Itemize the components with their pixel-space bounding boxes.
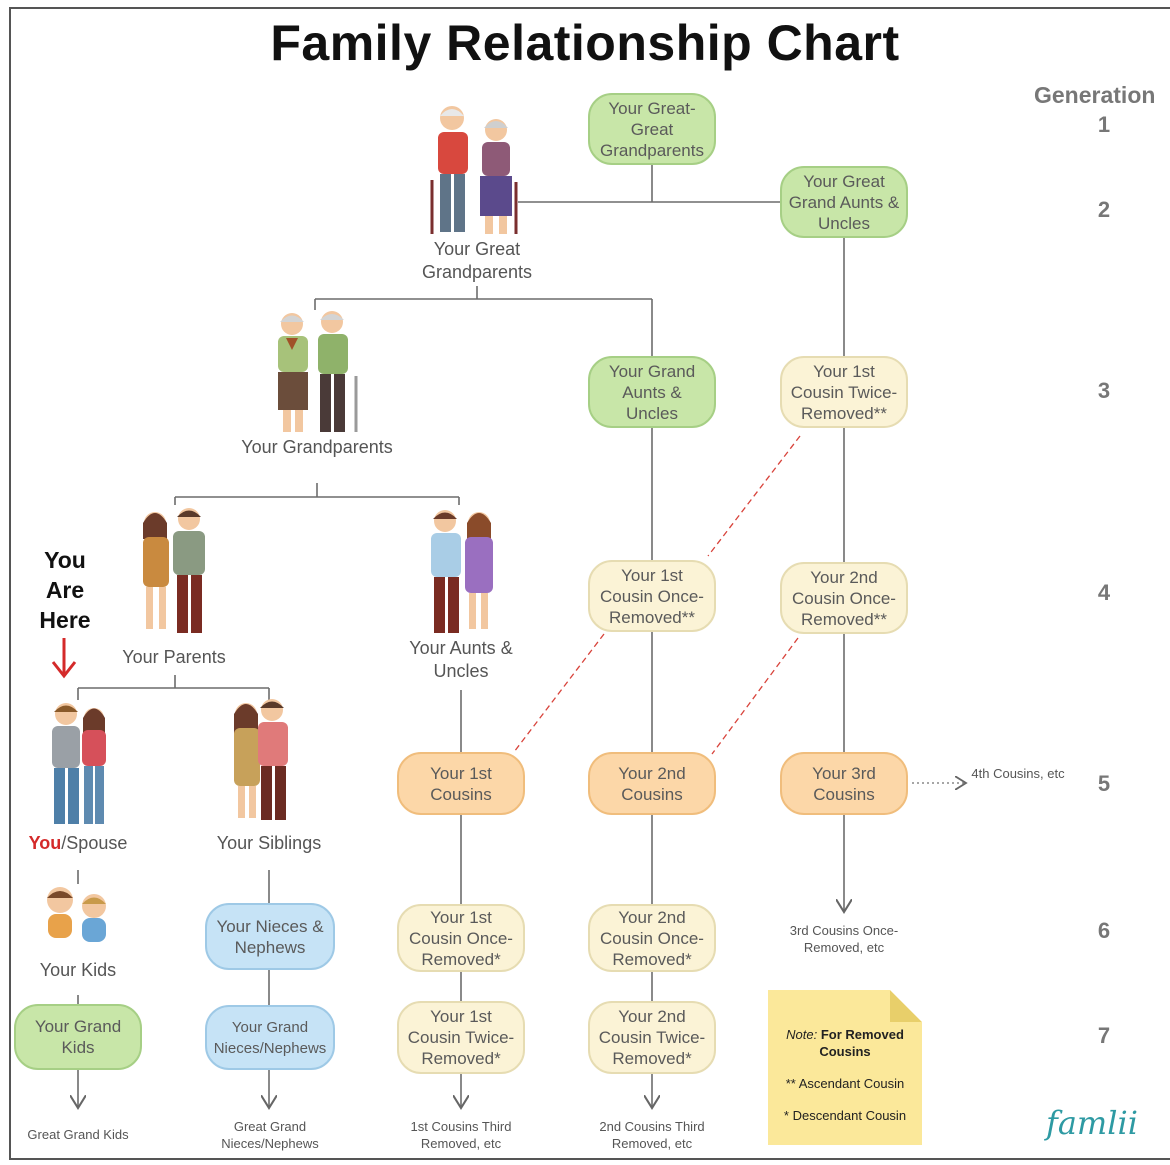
down-arrow-icon bbox=[51, 638, 77, 679]
generation-heading: Generation bbox=[1034, 82, 1156, 108]
spouse-label: /Spouse bbox=[61, 833, 128, 853]
you-are-here-marker: You Are Here bbox=[30, 545, 100, 635]
grandparents-label: Your Grandparents bbox=[241, 437, 393, 457]
fourth-cousins-label: 4th Cousins, etc bbox=[971, 766, 1065, 781]
aunts-uncles-illustration bbox=[431, 510, 493, 633]
generation-3: 3 bbox=[1097, 378, 1111, 403]
siblings-illustration bbox=[234, 699, 288, 820]
node-first-cousin-twice-removed-ascendant: Your 1st Cousin Twice-Removed** bbox=[780, 356, 908, 428]
node-nieces-nephews: Your Nieces & Nephews bbox=[205, 903, 335, 970]
third-cousins-once-removed-label: 3rd Cousins Once-Removed, etc bbox=[789, 923, 899, 955]
note-descendant: * Descendant Cousin bbox=[783, 1108, 907, 1123]
note-corner-fold bbox=[890, 990, 922, 1022]
you-are-here-line-1: You bbox=[44, 547, 86, 573]
generation-2: 2 bbox=[1097, 197, 1111, 222]
page-title: Family Relationship Chart bbox=[270, 15, 900, 71]
second-cousins-third-removed-label: 2nd Cousins Third Removed, etc bbox=[599, 1119, 705, 1151]
node-first-cousin-twice-removed-descendant: Your 1st Cousin Twice-Removed* bbox=[397, 1001, 525, 1074]
node-second-cousins: Your 2nd Cousins bbox=[588, 752, 716, 815]
you-are-here-line-2: Are bbox=[45, 577, 85, 603]
node-first-cousin-once-removed-descendant: Your 1st Cousin Once-Removed* bbox=[397, 904, 525, 972]
grandparents-illustration bbox=[278, 311, 358, 432]
parents-illustration bbox=[143, 508, 205, 633]
generation-7: 7 bbox=[1097, 1023, 1111, 1048]
node-grand-nieces-nephews: Your Grand Nieces/Nephews bbox=[205, 1005, 335, 1070]
you-spouse-illustration bbox=[52, 703, 106, 824]
node-second-cousin-once-removed-ascendant: Your 2nd Cousin Once-Removed** bbox=[780, 562, 908, 634]
node-second-cousin-once-removed-descendant: Your 2nd Cousin Once-Removed* bbox=[588, 904, 716, 972]
generation-5: 5 bbox=[1097, 771, 1111, 796]
node-first-cousin-once-removed-ascendant: Your 1st Cousin Once-Removed** bbox=[588, 560, 716, 632]
kids-label: Your Kids bbox=[39, 960, 117, 980]
parents-label: Your Parents bbox=[122, 647, 226, 667]
removed-cousins-note: Note: For Removed Cousins ** Ascendant C… bbox=[768, 990, 922, 1145]
chart-frame bbox=[9, 7, 1170, 1160]
great-grandparents-label: Your Great Grandparents bbox=[421, 239, 533, 282]
generation-6: 6 bbox=[1097, 918, 1111, 943]
first-cousins-third-removed-label: 1st Cousins Third Removed, etc bbox=[410, 1119, 512, 1151]
generation-4: 4 bbox=[1097, 580, 1111, 605]
node-second-cousin-twice-removed-descendant: Your 2nd Cousin Twice-Removed* bbox=[588, 1001, 716, 1074]
diag-1st-once-to-1st bbox=[513, 633, 605, 753]
note-title: For Removed Cousins bbox=[819, 1027, 904, 1059]
diag-1st-twice-to-once bbox=[707, 435, 801, 557]
node-grand-kids: Your Grand Kids bbox=[14, 1004, 142, 1070]
node-great-great-grandparents: Your Great-Great Grandparents bbox=[588, 93, 716, 165]
generation-1: 1 bbox=[1097, 112, 1111, 137]
note-ascendant: ** Ascendant Cousin bbox=[785, 1076, 905, 1091]
great-grandparents-illustration bbox=[430, 106, 518, 234]
you-label: You bbox=[28, 833, 62, 853]
great-grand-kids-label: Great Grand Kids bbox=[27, 1127, 129, 1142]
kids-illustration bbox=[47, 887, 106, 942]
siblings-label: Your Siblings bbox=[216, 833, 322, 853]
node-grand-aunts-uncles: Your Grand Aunts & Uncles bbox=[588, 356, 716, 428]
famlii-logo: famlii bbox=[1046, 1104, 1138, 1142]
node-third-cousins: Your 3rd Cousins bbox=[780, 752, 908, 815]
you-spouse-label: You/Spouse bbox=[6, 832, 150, 855]
node-great-grand-aunts-uncles: Your Great Grand Aunts & Uncles bbox=[780, 166, 908, 238]
note-prefix: Note: bbox=[786, 1027, 818, 1042]
node-first-cousins: Your 1st Cousins bbox=[397, 752, 525, 815]
great-grand-nieces-nephews-label: Great Grand Nieces/Nephews bbox=[221, 1119, 319, 1151]
note-heading: Note: For Removed Cousins bbox=[768, 1026, 922, 1060]
diag-2nd-once-to-2nd bbox=[711, 637, 799, 755]
aunts-uncles-label: Your Aunts & Uncles bbox=[409, 638, 513, 681]
you-are-here-line-3: Here bbox=[39, 607, 91, 633]
